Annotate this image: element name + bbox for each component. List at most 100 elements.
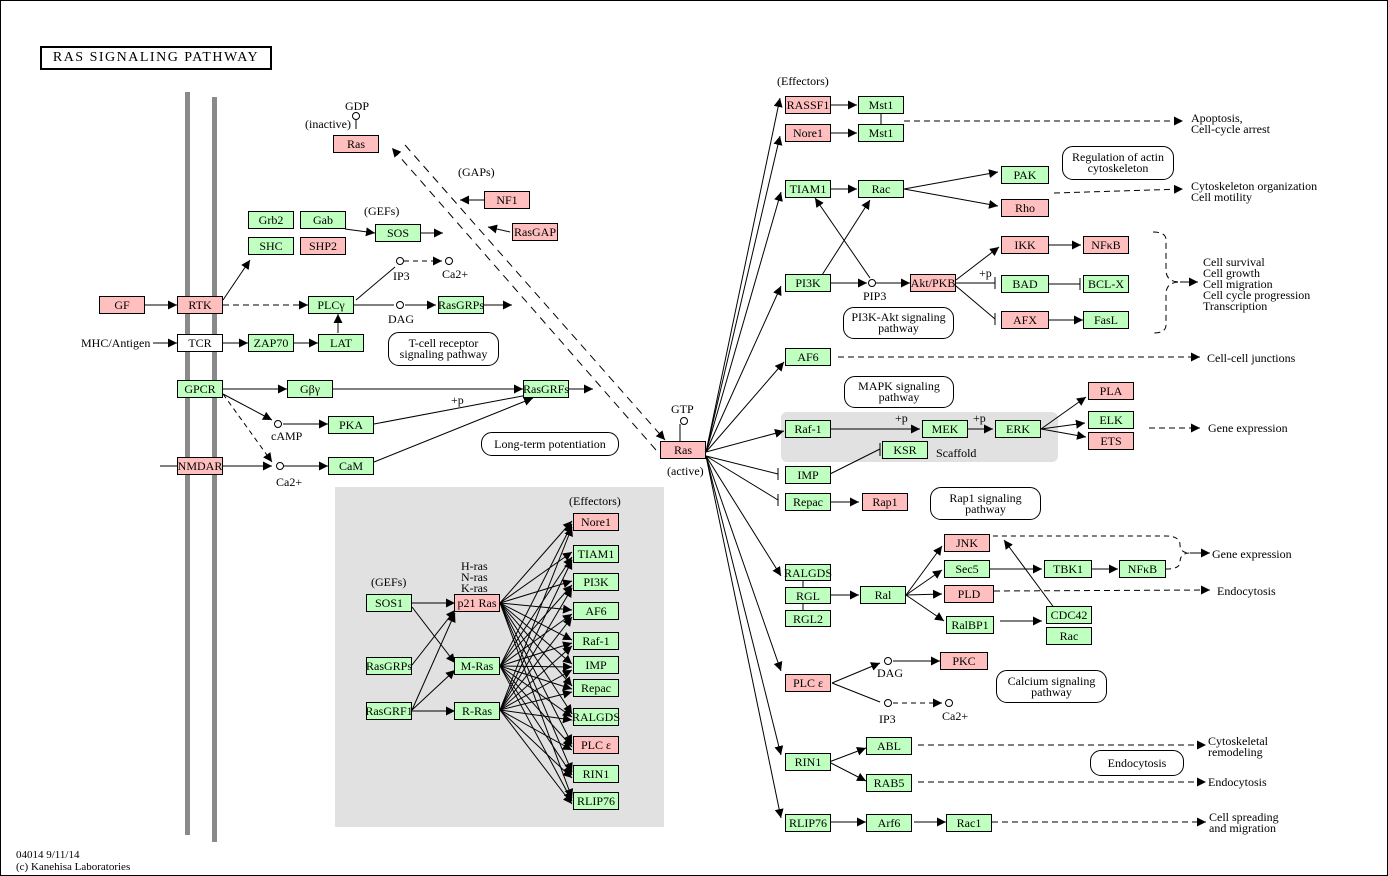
node-rasgrps[interactable]: RasGRPs: [366, 657, 413, 675]
node-rin1[interactable]: RIN1: [785, 753, 831, 771]
node-rho[interactable]: Rho: [1001, 199, 1049, 217]
compound-ip3[interactable]: [396, 257, 404, 265]
node-grb2[interactable]: Grb2: [248, 211, 294, 229]
node-plc-epsilon[interactable]: PLC ε: [785, 674, 831, 692]
node-shc[interactable]: SHC: [248, 237, 294, 255]
node-sec5[interactable]: Sec5: [944, 560, 990, 578]
node-cdc42[interactable]: CDC42: [1046, 606, 1092, 624]
node-ras-inactive[interactable]: Ras: [333, 135, 379, 153]
node-pka[interactable]: PKA: [328, 416, 374, 434]
compound-ca2-right[interactable]: [945, 699, 953, 707]
node-rac-2[interactable]: Rac: [1046, 627, 1092, 645]
node-tiam1[interactable]: TIAM1: [785, 180, 831, 198]
node-bad[interactable]: BAD: [1001, 275, 1049, 293]
node-ralgds[interactable]: RALGDS: [784, 564, 833, 581]
node-rasgap[interactable]: RasGAP: [512, 223, 558, 241]
compound-dag[interactable]: [396, 301, 404, 309]
compound-gtp[interactable]: [680, 417, 688, 425]
node-inset-pi3k[interactable]: PI3K: [573, 573, 619, 591]
node-inset-tiam1[interactable]: TIAM1: [573, 545, 619, 563]
node-af6[interactable]: AF6: [785, 348, 831, 366]
compound-dag-right[interactable]: [884, 657, 892, 665]
node-nfkb[interactable]: NFκB: [1083, 236, 1129, 254]
node-rassf1[interactable]: RASSF1: [785, 96, 831, 114]
node-inset-ralgds[interactable]: RALGDS: [572, 708, 621, 726]
node-rac1[interactable]: Rac1: [946, 814, 992, 832]
node-pld[interactable]: PLD: [944, 585, 994, 603]
node-p21-ras[interactable]: p21 Ras: [454, 594, 500, 612]
node-sos[interactable]: SOS: [375, 224, 421, 242]
node-ras-active[interactable]: Ras: [660, 441, 706, 459]
node-imp[interactable]: IMP: [785, 466, 831, 484]
node-nfkb-2[interactable]: NFκB: [1119, 560, 1166, 578]
compound-ca2-top[interactable]: [445, 257, 453, 265]
node-elk[interactable]: ELK: [1088, 411, 1134, 429]
node-pi3k[interactable]: PI3K: [785, 274, 831, 292]
node-r-ras[interactable]: R-Ras: [454, 702, 500, 720]
node-mek[interactable]: MEK: [922, 420, 968, 438]
node-gab[interactable]: Gab: [300, 211, 346, 229]
node-gbetagamma[interactable]: Gβγ: [287, 380, 333, 398]
node-tcr[interactable]: TCR: [177, 334, 223, 352]
link-rap1-pathway[interactable]: Rap1 signaling pathway: [930, 487, 1041, 520]
node-inset-raf1[interactable]: Raf-1: [573, 632, 619, 650]
node-rgl2[interactable]: RGL2: [785, 610, 831, 627]
node-rab5[interactable]: RAB5: [866, 774, 912, 792]
node-sos1[interactable]: SOS1: [366, 594, 412, 612]
node-gf[interactable]: GF: [99, 296, 145, 314]
node-akt-pkb[interactable]: Akt/PKB: [910, 274, 956, 292]
node-lat[interactable]: LAT: [318, 334, 364, 352]
node-shp2[interactable]: SHP2: [300, 237, 346, 255]
node-inset-rin1[interactable]: RIN1: [573, 765, 619, 783]
link-tcr-pathway[interactable]: T-cell receptor signaling pathway: [388, 332, 499, 366]
node-nmdar[interactable]: NMDAR: [177, 457, 223, 475]
compound-ca2-left[interactable]: [276, 462, 284, 470]
node-inset-plc-epsilon[interactable]: PLC ε: [573, 736, 619, 754]
node-tbk1[interactable]: TBK1: [1044, 560, 1092, 578]
node-ksr[interactable]: KSR: [882, 441, 928, 459]
node-cam[interactable]: CaM: [328, 457, 374, 475]
node-inset-nore1[interactable]: Nore1: [573, 513, 619, 531]
node-rac[interactable]: Rac: [858, 180, 904, 198]
node-rap1[interactable]: Rap1: [862, 493, 908, 511]
link-endocytosis[interactable]: Endocytosis: [1090, 750, 1184, 776]
node-pkc[interactable]: PKC: [940, 652, 988, 670]
node-m-ras[interactable]: M-Ras: [454, 657, 500, 675]
link-pi3k-akt-pathway[interactable]: PI3K-Akt signaling pathway: [843, 307, 954, 339]
compound-gdp[interactable]: [352, 112, 360, 120]
node-jnk[interactable]: JNK: [944, 534, 990, 552]
node-zap70[interactable]: ZAP70: [248, 334, 294, 352]
node-rasgrps-top[interactable]: RasGRPs: [438, 296, 485, 314]
node-ral[interactable]: Ral: [860, 586, 906, 604]
node-rgl[interactable]: RGL: [785, 587, 831, 604]
link-calcium-pathway[interactable]: Calcium signaling pathway: [996, 670, 1107, 703]
node-nf1[interactable]: NF1: [484, 191, 530, 209]
node-plcgamma[interactable]: PLCγ: [308, 296, 354, 314]
node-mst1-b[interactable]: Mst1: [858, 124, 904, 142]
compound-pip3[interactable]: [868, 279, 876, 287]
node-raf1[interactable]: Raf-1: [785, 420, 831, 438]
node-mst1-a[interactable]: Mst1: [858, 96, 904, 114]
node-gpcr[interactable]: GPCR: [177, 380, 223, 398]
node-repac[interactable]: Repac: [785, 493, 831, 511]
link-mapk-pathway[interactable]: MAPK signaling pathway: [844, 376, 954, 408]
node-inset-af6[interactable]: AF6: [573, 602, 619, 620]
node-inset-repac[interactable]: Repac: [573, 679, 619, 697]
node-nore1[interactable]: Nore1: [785, 124, 831, 142]
node-pak[interactable]: PAK: [1001, 166, 1049, 184]
node-afx[interactable]: AFX: [1001, 311, 1049, 329]
node-rasgrf1[interactable]: RasGRF1: [365, 702, 413, 720]
node-abl[interactable]: ABL: [866, 737, 912, 755]
node-bcl-x[interactable]: BCL-X: [1083, 275, 1129, 293]
compound-camp[interactable]: [274, 420, 282, 428]
node-arf6[interactable]: Arf6: [866, 814, 912, 832]
node-rasgrfs[interactable]: RasGRFs: [523, 380, 570, 398]
node-inset-imp[interactable]: IMP: [573, 656, 619, 674]
node-ralbp1[interactable]: RalBP1: [946, 616, 994, 634]
node-erk[interactable]: ERK: [995, 420, 1041, 438]
compound-ip3-right[interactable]: [884, 699, 892, 707]
node-fasl[interactable]: FasL: [1083, 311, 1129, 329]
node-rlip76[interactable]: RLIP76: [785, 814, 831, 832]
node-ets[interactable]: ETS: [1088, 432, 1134, 450]
node-ikk[interactable]: IKK: [1001, 236, 1049, 254]
